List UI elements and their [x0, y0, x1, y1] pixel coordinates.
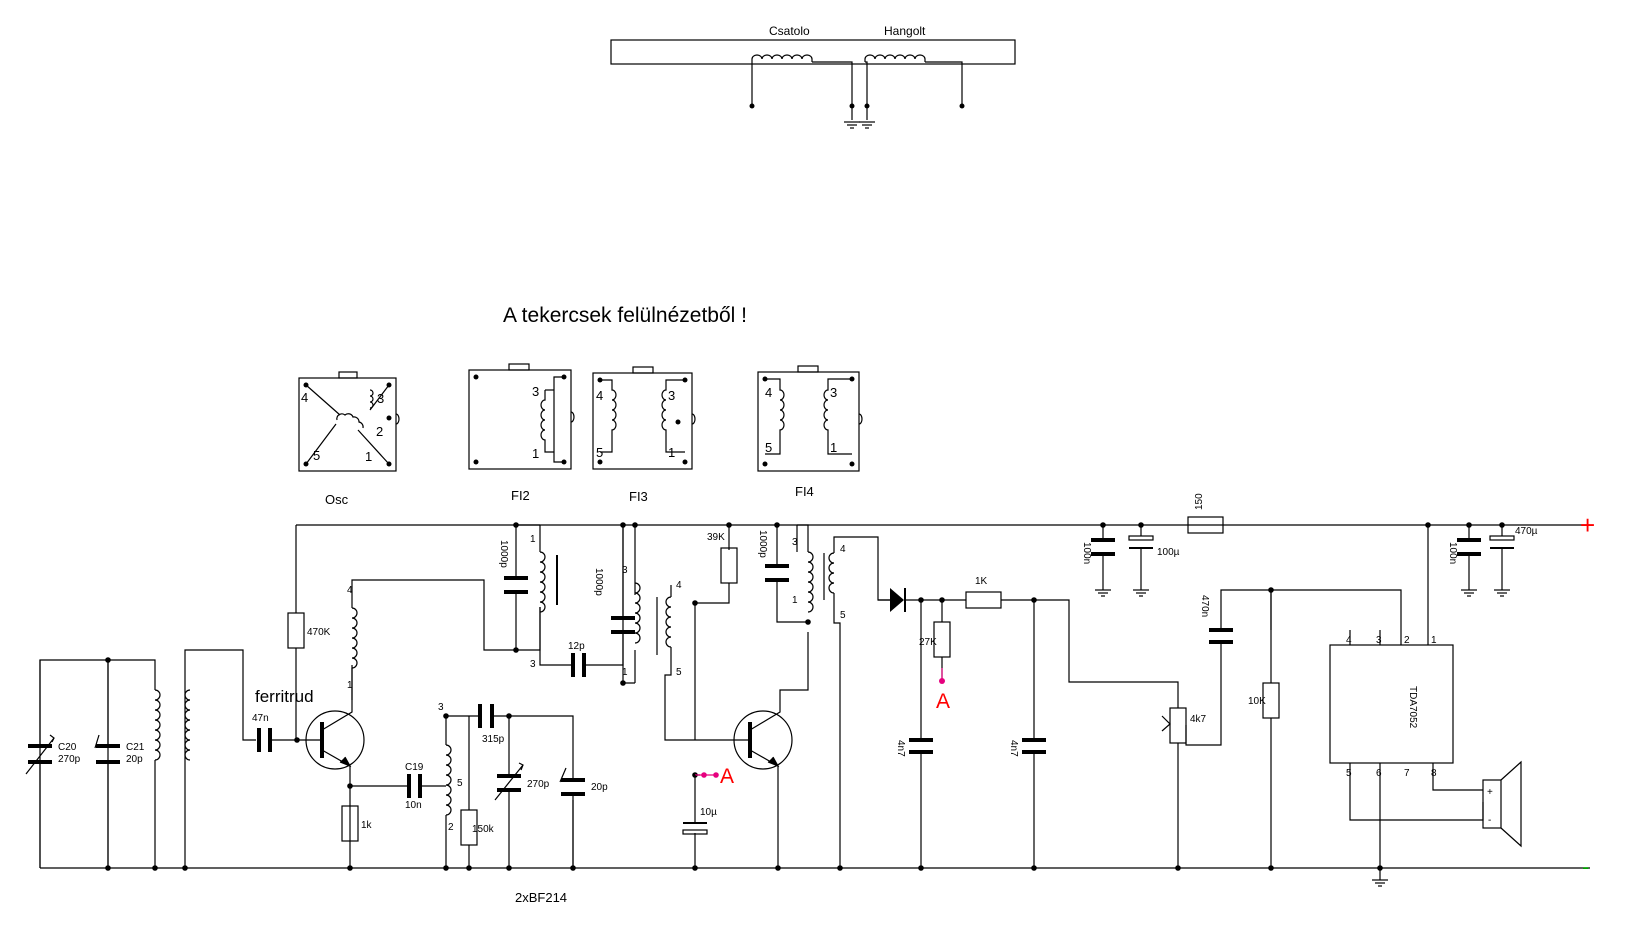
r27k-label: 27K	[919, 637, 937, 648]
fi4-coil-label: FI4	[795, 484, 814, 499]
tuned-coil-label: Hangolt	[884, 24, 926, 38]
fi4-pin-label: 3	[830, 385, 837, 400]
fi3-winding-pin: 1	[622, 667, 628, 678]
c12p-label: 12p	[568, 641, 585, 652]
ic-name: TDA7052	[1407, 686, 1418, 729]
ferrite-rod-label: ferritrud	[255, 687, 314, 706]
c1000p-a-label: 1000p	[498, 540, 509, 568]
r39k-label: 39K	[707, 532, 725, 543]
r470k-label: 470K	[307, 627, 331, 638]
osc-winding-pin: 4	[347, 585, 353, 596]
c10u-label: 10µ	[700, 807, 717, 818]
fi4-winding-pin: 1	[792, 595, 798, 606]
coil-fi4-topview: 4 3 5 1 FI4	[757, 365, 863, 499]
osc-pin-label: 1	[365, 449, 372, 464]
c4n7-a-label: 4n7	[895, 740, 906, 757]
ant-winding-pin: 3	[438, 702, 444, 713]
fi2-pin-label: 1	[532, 446, 539, 461]
ic-pin-label: 5	[1346, 768, 1352, 779]
ic-pin-label: 7	[1404, 768, 1410, 779]
osc-pin-label: 2	[376, 424, 383, 439]
transistor-type-label: 2xBF214	[515, 890, 567, 905]
c20p-label: 20p	[591, 782, 608, 793]
fi4-winding-pin: 3	[792, 537, 798, 548]
fi3-winding-pin: 3	[622, 565, 628, 576]
test-point-a-label: A	[720, 765, 734, 788]
svg-text:+: +	[1487, 787, 1493, 798]
r1k-label: 1K	[975, 576, 988, 587]
r1k-emitter-label: 1k	[361, 820, 373, 831]
c47n-label: 47n	[252, 713, 269, 724]
c19-label: C19	[405, 762, 424, 773]
fi2-coil-label: FI2	[511, 488, 530, 503]
fi3-pin-label: 1	[668, 445, 675, 460]
test-point-a-label: A	[936, 690, 950, 713]
coil-fi3-topview: 4 3 5 1 FI3	[592, 366, 696, 504]
c100u-label: 100µ	[1157, 547, 1180, 558]
r10k-label: 10K	[1248, 696, 1266, 707]
ic-pin-label: 3	[1376, 635, 1382, 646]
c21-label: C21	[126, 742, 145, 753]
fi3-coil-label: FI3	[629, 489, 648, 504]
page-title: A tekercsek felülnézetből !	[503, 304, 747, 327]
c4n7-b-label: 4n7	[1008, 740, 1019, 757]
c19-value: 10n	[405, 800, 422, 811]
fi2-pin-label: 3	[532, 384, 539, 399]
ant-winding-pin: 5	[457, 778, 463, 789]
fi3-pin-label: 5	[596, 445, 603, 460]
osc-coil-label: Osc	[325, 492, 349, 507]
c100n-a-label: 100n	[1081, 542, 1092, 564]
c1000p-c-label: 1000p	[757, 530, 768, 558]
r150-label: 150	[1194, 493, 1205, 510]
main-schematic: C20 270p C21 20p 47n ferritrud 470K	[25, 493, 1595, 905]
ic-pin-label: 6	[1376, 768, 1382, 779]
osc-pin-label: 3	[377, 391, 384, 406]
c470n-label: 470n	[1199, 595, 1210, 617]
osc-pin-label: 5	[313, 448, 320, 463]
ic-pin-label: 1	[1431, 635, 1437, 646]
osc-winding-pin: 1	[347, 680, 353, 691]
c20-value: 270p	[58, 754, 81, 765]
supply-minus-label: -	[1582, 854, 1589, 879]
c315p-label: 315p	[482, 734, 505, 745]
ant-winding-pin: 2	[448, 822, 454, 833]
c1000p-b-label: 1000p	[593, 568, 604, 596]
coil-osc-topview: 4 3 2 5 1 Osc	[298, 371, 400, 507]
speaker-icon: + -	[1482, 760, 1522, 848]
c21-value: 20p	[126, 754, 143, 765]
pot-4k7-label: 4k7	[1190, 714, 1207, 725]
fi4-pin-label: 4	[765, 385, 772, 400]
ic-pin-label: 8	[1431, 768, 1437, 779]
fi4-pin-label: 5	[765, 440, 772, 455]
fi3-pin-label: 4	[596, 388, 603, 403]
ic-pin-label: 4	[1346, 635, 1352, 646]
c470u-label: 470µ	[1515, 526, 1538, 537]
fi2-winding-pin: 3	[530, 659, 536, 670]
fi4-pin-label: 1	[830, 440, 837, 455]
c270p-label: 270p	[527, 779, 550, 790]
osc-pin-label: 4	[301, 390, 308, 405]
c100n-b-label: 100n	[1447, 542, 1458, 564]
ic-tda7052	[1329, 644, 1454, 764]
supply-plus-label: +	[1580, 510, 1595, 540]
r150k-label: 150k	[472, 824, 495, 835]
fi4-winding-pin: 4	[840, 544, 846, 555]
coil-fi2-topview: 3 1 FI2	[468, 363, 575, 503]
fi3-pin-label: 3	[668, 388, 675, 403]
fi2-winding-pin: 1	[530, 534, 536, 545]
fi4-winding-pin: 5	[840, 610, 846, 621]
fi3-winding-pin: 5	[676, 667, 682, 678]
ic-pin-label: 2	[1404, 635, 1410, 646]
c20-label: C20	[58, 742, 77, 753]
coupling-coil-label: Csatolo	[769, 24, 810, 38]
fi3-winding-pin: 4	[676, 580, 682, 591]
svg-text:-: -	[1488, 815, 1491, 826]
top-coil-diagram: Csatolo Hangolt	[610, 24, 1016, 129]
